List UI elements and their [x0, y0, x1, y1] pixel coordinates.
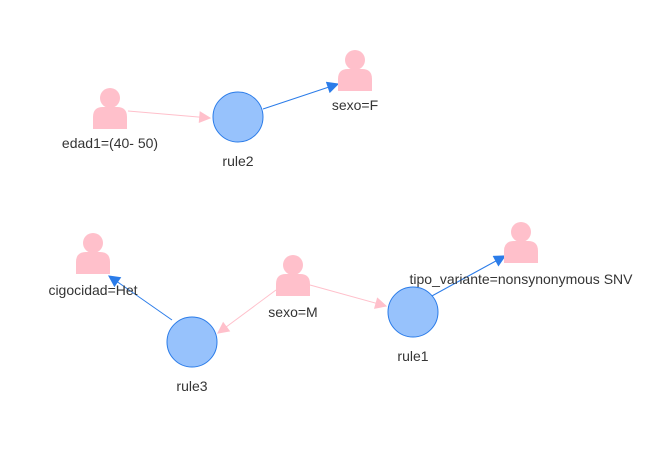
sexo-f-label: sexo=F [332, 97, 378, 113]
edad1-label: edad1=(40- 50) [62, 135, 158, 151]
rule1-circle[interactable] [387, 286, 439, 338]
edge-rule3-to-cigocidad[interactable] [108, 275, 173, 321]
node-edad1[interactable]: edad1=(40- 50) [62, 88, 158, 151]
user-icon [504, 222, 538, 263]
node-rule3[interactable]: rule3 [166, 316, 218, 394]
user-icon [276, 255, 310, 296]
user-icon [76, 233, 110, 274]
user-icon [338, 50, 372, 91]
user-icon [93, 88, 127, 129]
edge-edad1-to-rule2[interactable] [127, 110, 212, 124]
sexo-m-label: sexo=M [268, 304, 317, 320]
node-rule1[interactable]: rule1 [387, 286, 439, 364]
edge-rule1-to-tipo-variante[interactable] [429, 255, 507, 298]
edge-sexo-m-to-rule3[interactable] [217, 289, 277, 334]
tipo-variante-label: tipo_variante=nonsynonymous SNV [410, 271, 634, 287]
rule3-label: rule3 [176, 378, 207, 394]
edge-sexo-m-to-rule1[interactable] [309, 284, 388, 309]
rule2-circle[interactable] [212, 91, 264, 143]
edge-rule2-to-sexo-f[interactable] [262, 81, 340, 110]
node-tipo-variante[interactable]: tipo_variante=nonsynonymous SNV [410, 222, 634, 287]
node-sexo-f[interactable]: sexo=F [332, 50, 378, 113]
rule1-label: rule1 [397, 348, 428, 364]
node-sexo-m[interactable]: sexo=M [268, 255, 318, 320]
rule3-circle[interactable] [166, 316, 218, 368]
rule2-label: rule2 [222, 153, 253, 169]
node-cigocidad[interactable]: cigocidad=Het [48, 233, 138, 298]
node-rule2[interactable]: rule2 [212, 91, 264, 169]
cigocidad-label: cigocidad=Het [48, 282, 137, 298]
